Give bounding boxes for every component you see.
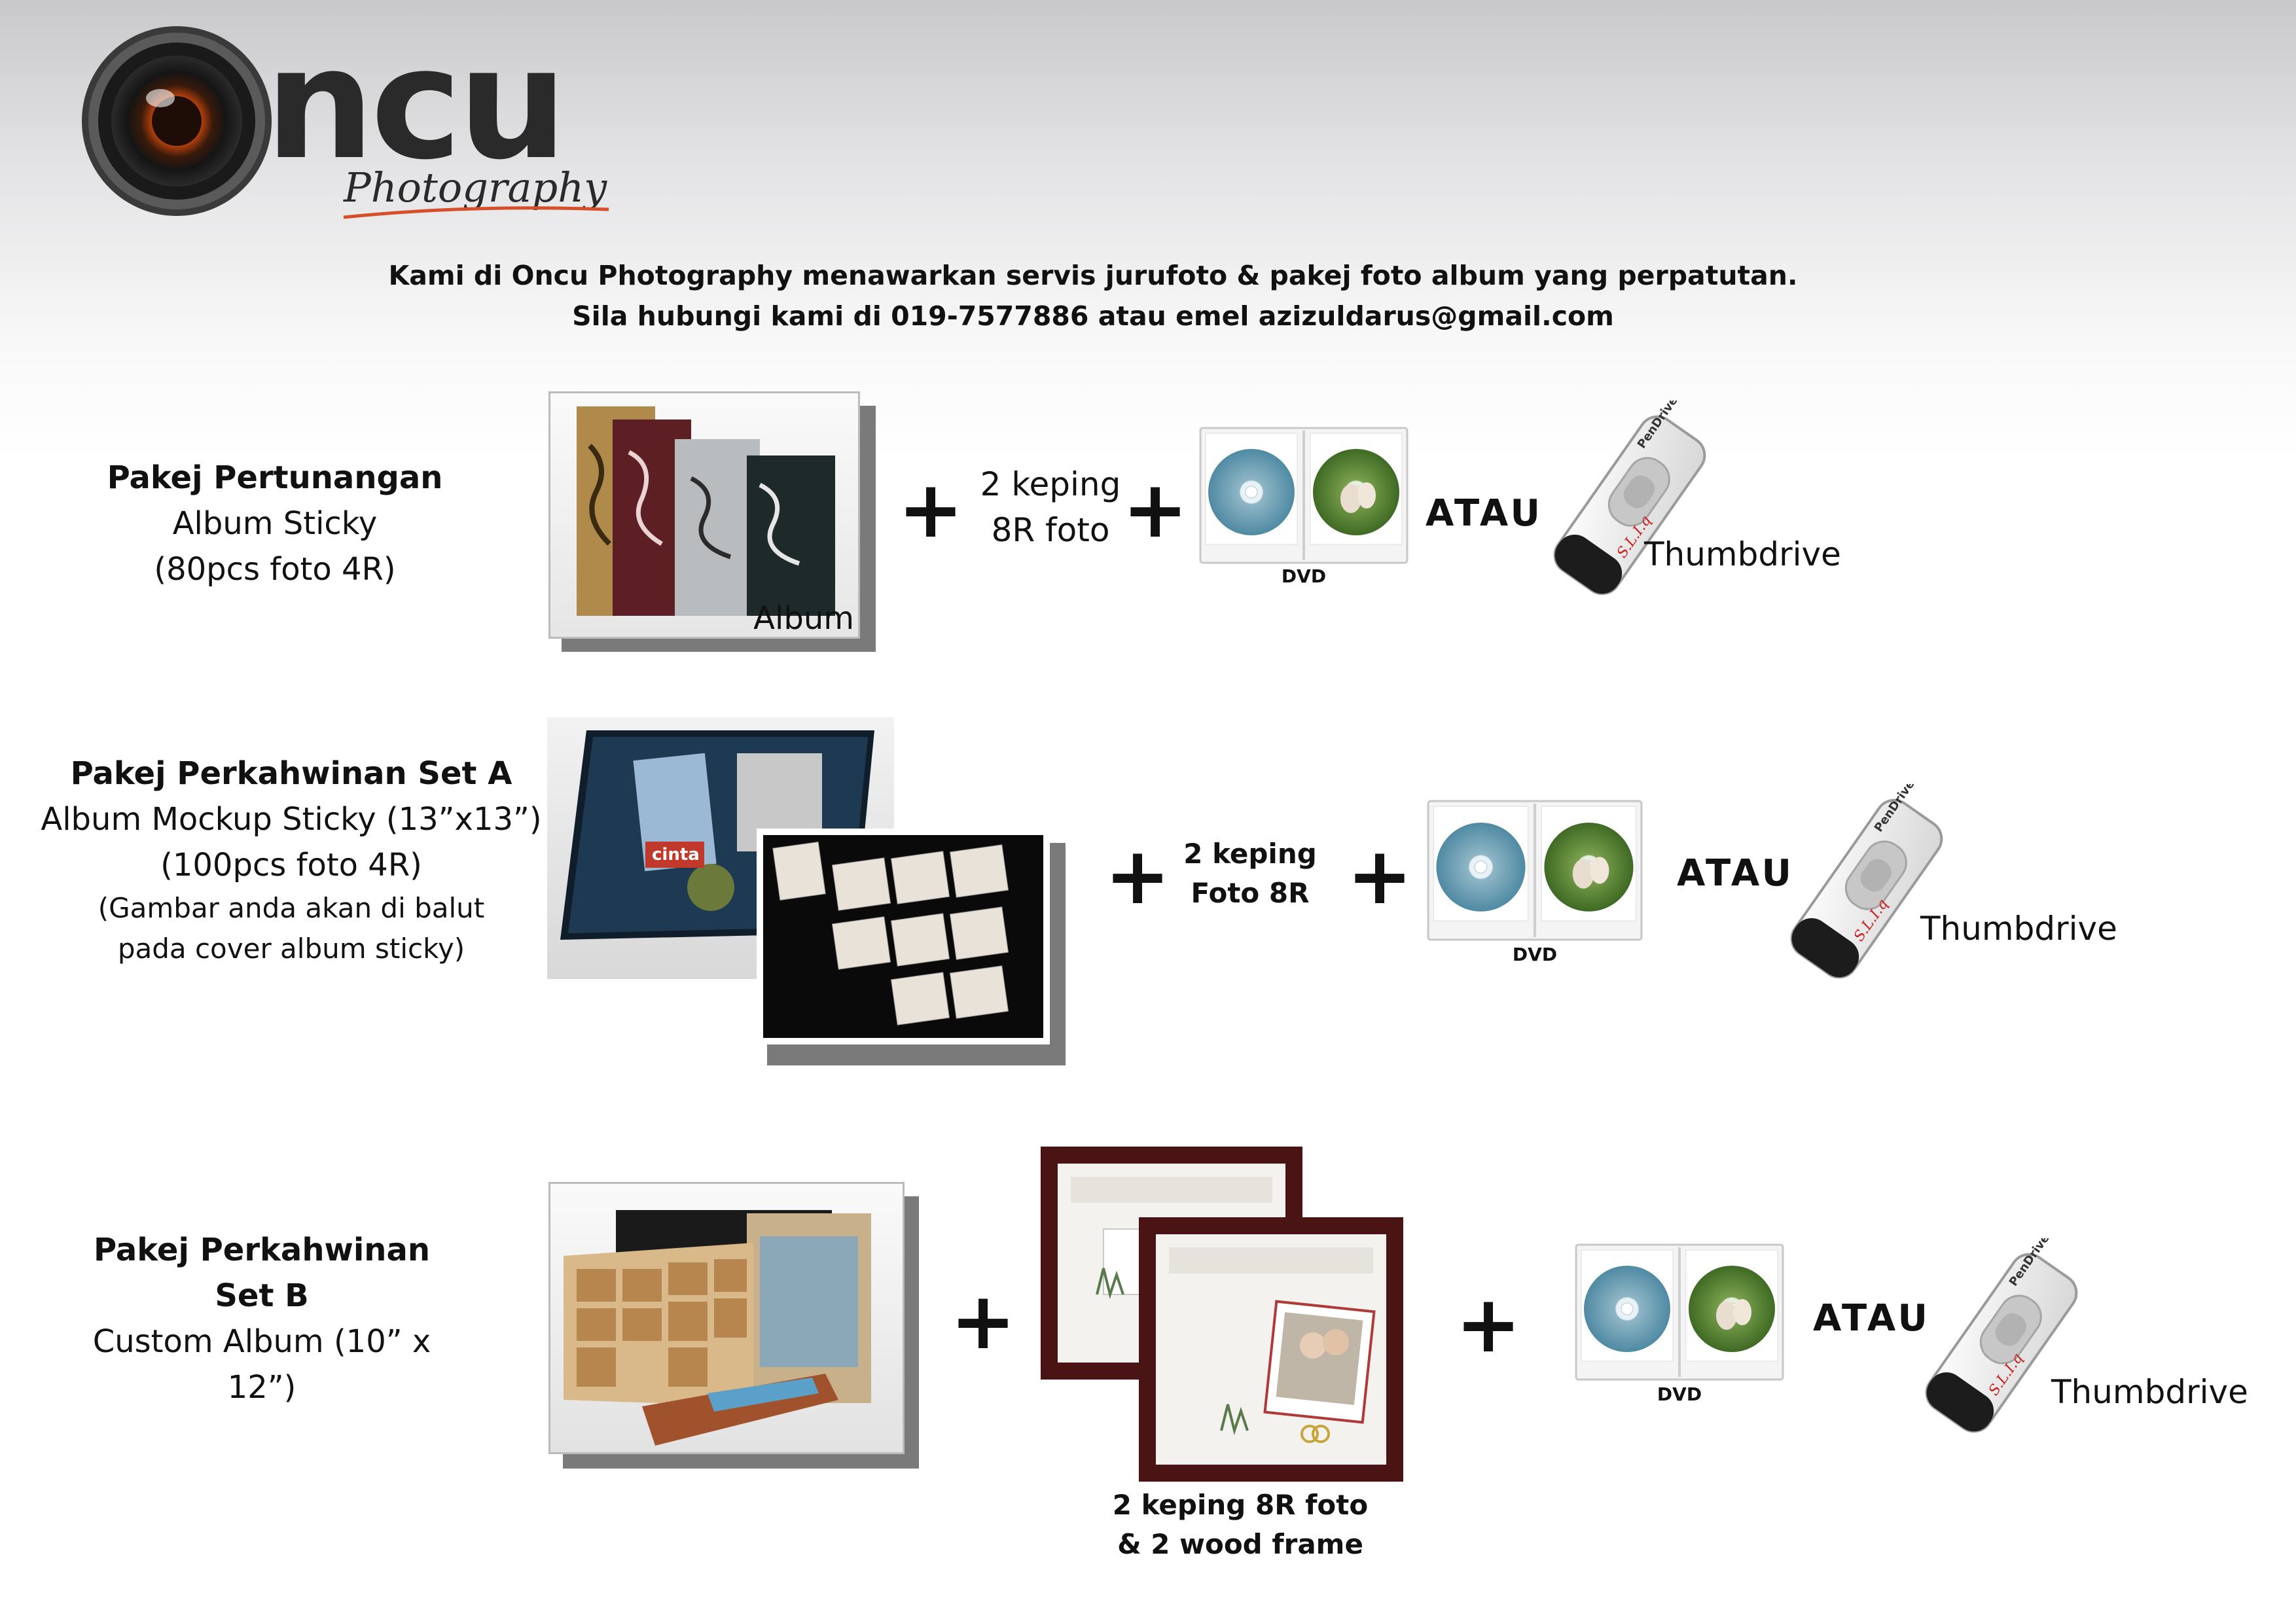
package-title: Pakej Pertunangan (107, 459, 443, 496)
photos-8r-info: 2 keping 8R foto (962, 461, 1139, 553)
package-note-1: (Gambar anda akan di balut (98, 892, 485, 924)
custom-album-image (548, 1182, 905, 1454)
camera-lens-logo-icon (82, 26, 272, 216)
usb-thumbdrive-icon (1768, 784, 1965, 993)
wood-frame-icon (1156, 1234, 1386, 1465)
photos-size: 8R foto (991, 511, 1110, 549)
usb-thumbdrive (1768, 784, 1965, 993)
package-title: Pakej Perkahwinan Set A (70, 755, 512, 792)
dvd-case: DVD (1575, 1243, 1784, 1407)
custom-album-icon (564, 1210, 871, 1446)
photos-count: 2 keping (1183, 838, 1317, 870)
thumbdrive-label: Thumbdrive (1644, 535, 1841, 573)
package-photo-count: (80pcs foto 4R) (154, 551, 396, 588)
plus-icon: + (1122, 465, 1189, 556)
frame-caption-line-2: & 2 wood frame (1117, 1528, 1363, 1560)
frame-caption: 2 keping 8R foto & 2 wood frame (1041, 1486, 1440, 1564)
dvd-case-icon (1199, 427, 1408, 564)
frame-caption-line-1: 2 keping 8R foto (1112, 1489, 1369, 1521)
photos-8r-info: 2 keping Foto 8R (1165, 834, 1335, 913)
album-label: Album (753, 600, 854, 637)
package-album-type: Album Mockup Sticky (13”x13”) (41, 801, 542, 838)
dvd-label: DVD (1512, 944, 1558, 965)
usb-thumbdrive-icon (1532, 401, 1728, 610)
package-album-type: Album Sticky (172, 505, 378, 542)
intro-line-2: Sila hubungi kami di 019-7577886 atau em… (572, 300, 1614, 332)
album-image: Album (548, 391, 860, 639)
plus-icon: + (950, 1276, 1016, 1367)
wood-frame-front (1139, 1217, 1403, 1482)
dvd-case-icon (1575, 1243, 1784, 1381)
plus-icon: + (1104, 831, 1171, 922)
package-photo-count: (100pcs foto 4R) (160, 847, 422, 883)
usb-thumbdrive-icon (1903, 1238, 2100, 1448)
album-mockup-page (757, 829, 1050, 1044)
package-pertunangan-description: Pakej Pertunangan Album Sticky (80pcs fo… (79, 455, 471, 592)
brand-swoosh (343, 206, 609, 219)
intro-text: Kami di Oncu Photography menawarkan serv… (262, 255, 1924, 336)
brand-wordmark: ncu (265, 15, 567, 194)
intro-line-1: Kami di Oncu Photography menawarkan serv… (388, 260, 1798, 291)
plus-icon: + (1455, 1279, 1522, 1370)
dvd-case: DVD (1427, 800, 1643, 965)
package-album-type: Custom Album (10” x 12”) (92, 1323, 431, 1406)
package-set-a-description: Pakej Perkahwinan Set A Album Mockup Sti… (26, 751, 556, 969)
package-title: Pakej Perkahwinan Set B (93, 1232, 431, 1314)
plus-icon: + (1346, 831, 1413, 922)
thumbdrive-label: Thumbdrive (1920, 910, 2117, 948)
album-page-icon (763, 835, 1043, 1038)
thumbdrive-label: Thumbdrive (2051, 1373, 2248, 1411)
album-icon (577, 406, 835, 616)
dvd-label: DVD (1281, 565, 1327, 587)
brand-tagline: Photography (344, 164, 607, 211)
dvd-label: DVD (1657, 1383, 1702, 1405)
plus-icon: + (897, 465, 964, 556)
usb-thumbdrive (1903, 1238, 2100, 1448)
or-label: ATAU (1813, 1297, 1931, 1340)
photos-count: 2 keping (980, 465, 1121, 503)
photos-size: Foto 8R (1191, 877, 1310, 909)
dvd-case-icon (1427, 800, 1643, 941)
package-set-b-description: Pakej Perkahwinan Set B Custom Album (10… (59, 1227, 465, 1410)
dvd-case: DVD (1199, 427, 1408, 587)
or-label: ATAU (1426, 492, 1543, 535)
cd-title: cinta (652, 845, 700, 865)
or-label: ATAU (1677, 852, 1795, 895)
package-note-2: pada cover album sticky) (117, 933, 465, 965)
brand-logo: ncu Photography (79, 13, 641, 229)
usb-thumbdrive (1532, 401, 1728, 610)
